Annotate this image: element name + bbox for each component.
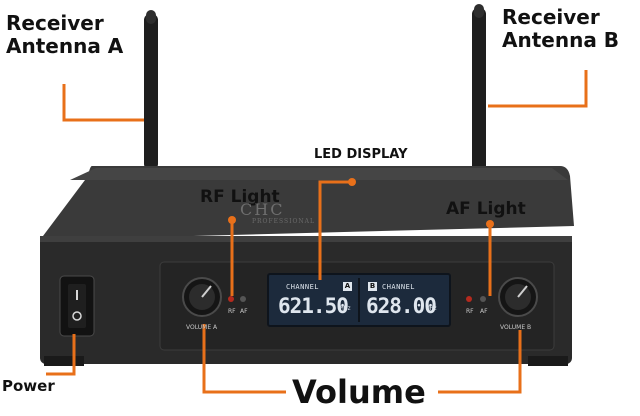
lcd-channel-a-tag: A [343, 282, 352, 291]
brand-subtitle: PROFESSIONAL [252, 218, 315, 225]
line-volume-a [202, 324, 286, 394]
volume-label-b: VOLUME B [500, 324, 532, 331]
receiver-body [40, 166, 574, 366]
callout-af-light: AF Light [446, 199, 526, 219]
lcd-unit-b: MHz [426, 305, 437, 312]
brand-logo: CHC [240, 200, 285, 219]
rf-led-b [466, 296, 472, 302]
rf-led-a [228, 296, 234, 302]
line-antenna-b [488, 70, 588, 108]
callout-volume: Volume [292, 373, 426, 411]
antenna-a [144, 10, 158, 170]
callout-power: Power [2, 377, 55, 395]
callout-dots [228, 178, 494, 228]
antenna-b [472, 4, 486, 178]
callout-antenna-a: Receiver Antenna A [6, 11, 124, 58]
af-led-a [240, 296, 246, 302]
rf-label-b: RF [466, 308, 474, 315]
rf-label-a: RF [228, 308, 236, 315]
callout-rf-light: RF Light [200, 187, 280, 207]
power-switch[interactable] [59, 275, 95, 337]
volume-knob-b[interactable] [498, 277, 538, 317]
lcd-frequency-b: 628.00 [366, 294, 437, 318]
lcd-channel-a-label: CHANNEL [286, 283, 320, 291]
line-volume-b [438, 330, 522, 394]
callout-led-display: LED DISPLAY [314, 147, 408, 162]
line-antenna-a [62, 84, 144, 122]
line-power [46, 334, 76, 376]
line-led-display [318, 180, 352, 280]
lcd-channel-b-label: CHANNEL [382, 283, 416, 291]
lcd-unit-a: MHz [340, 305, 351, 312]
af-led-b [480, 296, 486, 302]
lcd-frequency-a: 621.50 [278, 294, 349, 318]
callout-antenna-b: Receiver Antenna B [502, 5, 620, 52]
af-label-a: AF [240, 308, 248, 315]
callout-lines [46, 70, 588, 394]
volume-knob-a[interactable] [182, 277, 222, 317]
lcd-display [267, 273, 451, 327]
lcd-channel-b-tag: B [368, 282, 377, 291]
volume-label-a: VOLUME A [186, 324, 218, 331]
af-label-b: AF [480, 308, 488, 315]
